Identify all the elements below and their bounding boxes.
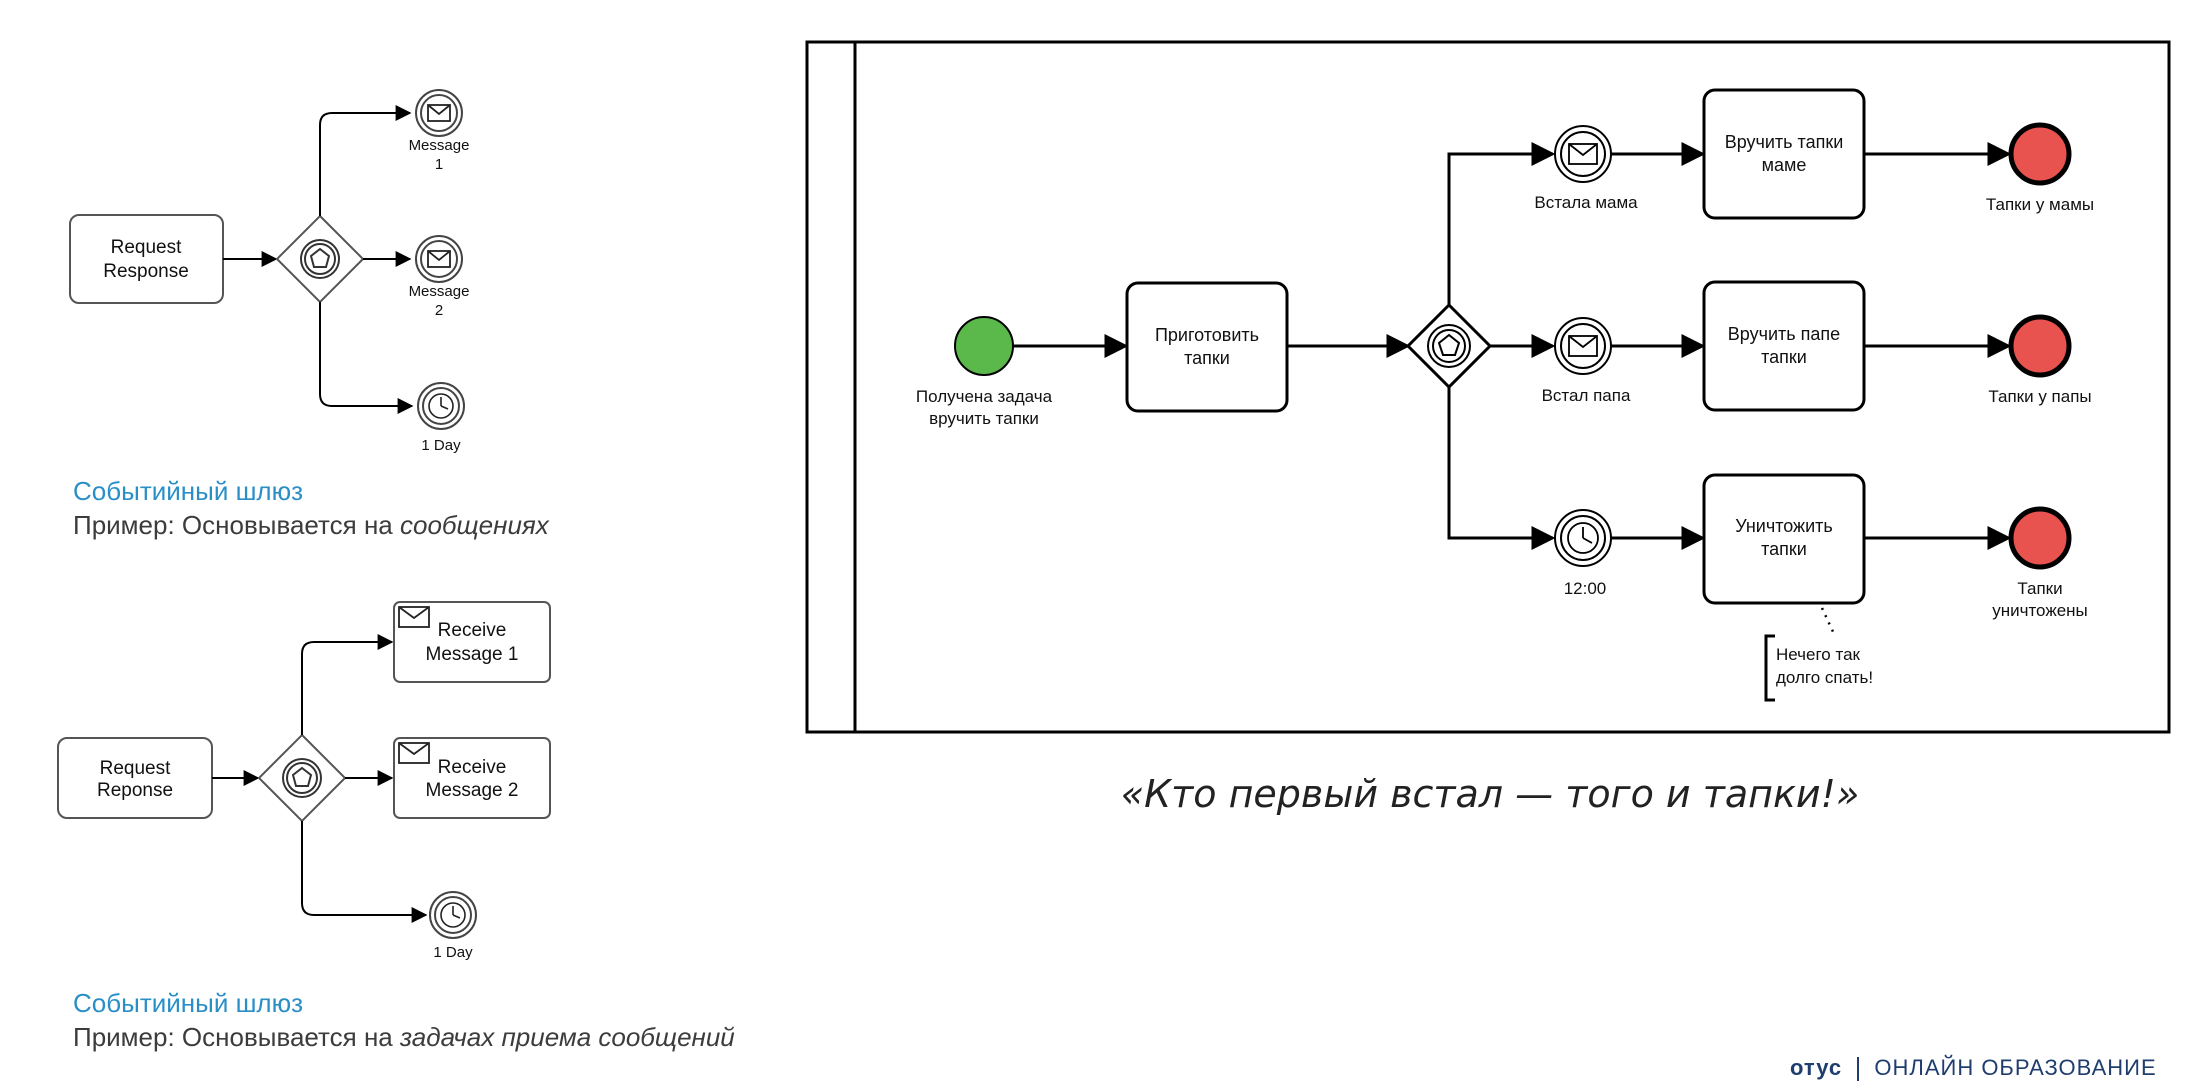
event-based-gateway-icon [275, 214, 365, 304]
task-destroy-line1: Уничтожить [1735, 516, 1833, 536]
timer-event-2-icon [429, 891, 477, 939]
footer-brand: отус ОНЛАЙН ОБРАЗОВАНИЕ [1790, 1055, 2157, 1081]
event-based-gateway-2-icon [257, 733, 347, 823]
annotation-bracket [1764, 634, 1775, 702]
end-event-mom [2008, 122, 2072, 186]
receive-2-line1: Receive [438, 757, 507, 778]
start-event [954, 316, 1014, 376]
envelope-icon [398, 606, 430, 628]
task-dad-line1: Вручить папе [1728, 324, 1840, 344]
prepare-task-line2: тапки [1184, 348, 1230, 368]
diagram-event-gateway-messages: Request Response Message 1 Message 2 1 D… [69, 89, 470, 454]
message-event-dad-icon [1554, 317, 1612, 375]
receive-message-2-task: Receive Message 2 [393, 737, 551, 819]
annotation-association [1820, 607, 1837, 637]
start-label-1: Получена задача [916, 387, 1053, 406]
message-event-2-label: Message [409, 283, 470, 300]
receive-2-line2: Message 2 [426, 780, 519, 801]
task-mom-line1: Вручить тапки [1725, 132, 1844, 152]
give-slippers-mom-task: Вручить тапки маме [1702, 88, 1866, 220]
receive-1-line2: Message 1 [426, 644, 519, 665]
diagram-event-gateway-receive-tasks: Request Reponse Receive Message 1 Receiv… [57, 601, 551, 961]
pool-border [805, 40, 2171, 734]
message-event-1-icon [415, 89, 463, 137]
give-slippers-dad-task: Вручить папе тапки [1702, 280, 1866, 412]
end-event-dad [2008, 314, 2072, 378]
timer-event-2-label: 1 Day [433, 944, 473, 961]
annotation-line2: долго спать! [1776, 668, 1873, 687]
event-mom-label: Встала мама [1534, 193, 1638, 212]
caption-title-2: Событийный шлюз [73, 988, 304, 1018]
destroy-slippers-task: Уничтожить тапки [1702, 473, 1866, 605]
task-dad-line2: тапки [1761, 347, 1807, 367]
message-event-2-icon [415, 235, 463, 283]
task-label-line2: Response [103, 261, 189, 282]
message-event-2-label-2: 2 [435, 302, 443, 319]
event-dad-label: Встал папа [1542, 386, 1631, 405]
receive-message-1-task: Receive Message 1 [393, 601, 551, 683]
end-destroyed-label-1: Тапки [2017, 579, 2062, 598]
task-label-line1: Request [111, 237, 182, 258]
end-destroyed-label-2: уничтожены [1992, 601, 2088, 620]
caption-text-2-prefix: Пример: Основывается на [73, 1022, 400, 1052]
start-label-2: вручить тапки [929, 409, 1039, 428]
main-quote: «Кто первый встал — того и тапки!» [1120, 772, 1860, 816]
annotation-line1: Нечего так [1776, 645, 1861, 664]
caption-text-2: Пример: Основывается на задачах приема с… [73, 1022, 735, 1053]
event-based-gateway-main-icon [1405, 302, 1493, 390]
receive-1-line1: Receive [438, 620, 507, 641]
task2-label-line1: Request [100, 758, 171, 779]
timer-event-noon-icon [1554, 509, 1612, 567]
caption-text-1-prefix: Пример: Основывается на [73, 510, 400, 540]
message-event-1-label-2: 1 [435, 156, 443, 173]
caption-text-1-emph: сообщениях [400, 510, 549, 540]
caption-text-1: Пример: Основывается на сообщениях [73, 510, 549, 541]
envelope-icon [398, 742, 430, 764]
task-mom-line2: маме [1762, 155, 1807, 175]
end-dad-label: Тапки у папы [1988, 387, 2091, 406]
request-reponse-task: Request Reponse [57, 737, 213, 819]
task-destroy-line2: тапки [1761, 539, 1807, 559]
request-response-task: Request Response [69, 214, 224, 304]
main-bpmn-pool: Получена задача вручить тапки Приготовит… [805, 40, 2171, 734]
event-noon-label: 12:00 [1564, 579, 1607, 598]
prepare-slippers-task: Приготовить тапки [1125, 281, 1289, 413]
timer-event-icon [417, 382, 465, 430]
message-event-1-label: Message [409, 137, 470, 154]
timer-event-label: 1 Day [421, 437, 461, 454]
end-mom-label: Тапки у мамы [1986, 195, 2094, 214]
caption-text-2-emph: задачах приема сообщений [400, 1022, 735, 1052]
message-event-mom-icon [1554, 125, 1612, 183]
end-event-destroyed [2008, 506, 2072, 570]
caption-title-1: Событийный шлюз [73, 476, 304, 506]
prepare-task-line1: Приготовить [1155, 325, 1259, 345]
task2-label-line2: Reponse [97, 780, 173, 801]
